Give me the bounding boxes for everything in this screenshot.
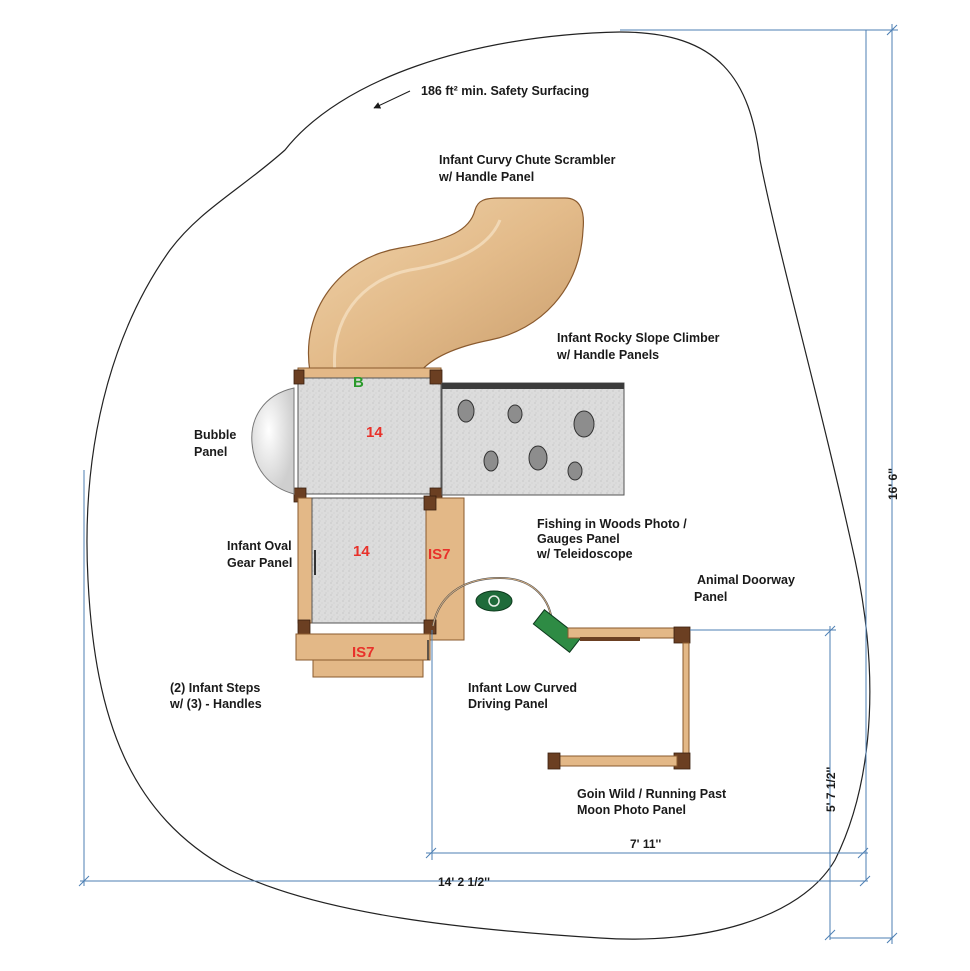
surfacing-note: 186 ft² min. Safety Surfacing: [421, 84, 589, 98]
area-height-dimension: 5' 7 1/2'': [824, 767, 838, 812]
low-curved-driving-panel: [432, 576, 553, 627]
infant-steps: IS7: [295, 633, 431, 678]
curvy-chute-scrambler: [308, 197, 585, 373]
fishing-label-line3: w/ Teleidoscope: [536, 547, 633, 561]
climber-rock: [483, 450, 499, 472]
bubble-label: Bubble Panel: [194, 428, 240, 459]
top-deck-code: 14: [366, 424, 383, 441]
fishing-label: Fishing in Woods Photo / Gauges Panel w/…: [536, 517, 690, 561]
climber-label: Infant Rocky Slope Climber w/ Handle Pan…: [556, 331, 723, 362]
doorway-label: Animal Doorway Panel: [694, 573, 798, 604]
climber-rock: [507, 404, 523, 424]
steps-label: (2) Infant Steps w/ (3) - Handles: [169, 681, 264, 711]
gear-label-line1: Infant Oval: [227, 539, 292, 553]
driving-label: Infant Low Curved Driving Panel: [468, 681, 581, 711]
doorway-label-line2: Panel: [694, 590, 727, 604]
gear-label: Infant Oval Gear Panel: [227, 539, 295, 570]
moon-label: Goin Wild / Running Past Moon Photo Pane…: [577, 787, 730, 817]
animal-doorway-structure: [547, 626, 691, 770]
climber-label-line1: Infant Rocky Slope Climber: [557, 331, 720, 345]
barrier-code: B: [353, 374, 364, 391]
moon-label-line2: Moon Photo Panel: [577, 803, 686, 817]
fishing-woods-panel: [532, 609, 582, 653]
chute-label-line2: w/ Handle Panel: [438, 170, 534, 184]
side-step-code: IS7: [428, 546, 451, 563]
driving-label-line1: Infant Low Curved: [468, 681, 577, 695]
fishing-label-line1: Fishing in Woods Photo /: [537, 517, 687, 531]
surfacing-arrow: [373, 90, 411, 109]
bubble-label-line1: Bubble: [194, 428, 236, 442]
total-height-dimension: 16' 6'': [886, 468, 900, 500]
bubble-panel: [251, 387, 295, 495]
chute-label-line1: Infant Curvy Chute Scrambler: [439, 153, 616, 167]
area-dimension-lines: [425, 625, 892, 941]
fishing-label-line2: Gauges Panel: [537, 532, 620, 546]
climber-rock: [573, 410, 595, 438]
climber-rock: [567, 461, 583, 481]
moon-label-line1: Goin Wild / Running Past: [577, 787, 727, 801]
steps-label-line1: (2) Infant Steps: [170, 681, 260, 695]
overall-dimension-lines: [78, 24, 898, 944]
chute-label: Infant Curvy Chute Scrambler w/ Handle P…: [438, 153, 619, 184]
steps-label-line2: w/ (3) - Handles: [169, 697, 262, 711]
area-width-dimension: 7' 11'': [630, 837, 661, 851]
total-width-dimension: 14' 2 1/2'': [438, 875, 490, 889]
gear-label-line2: Gear Panel: [227, 556, 292, 570]
climber-rock: [528, 445, 548, 471]
safety-surfacing-outline: [86, 31, 871, 940]
bubble-label-line2: Panel: [194, 445, 227, 459]
driving-label-line2: Driving Panel: [468, 697, 548, 711]
climber-label-line2: w/ Handle Panels: [556, 348, 659, 362]
rocky-slope-climber: [441, 382, 625, 496]
climber-rock: [457, 399, 475, 423]
bottom-step-code: IS7: [352, 644, 375, 661]
top-deck: B 14: [293, 367, 443, 503]
lower-deck: 14 IS7: [297, 495, 465, 641]
lower-deck-code: 14: [353, 543, 370, 560]
doorway-label-line1: Animal Doorway: [697, 573, 795, 587]
